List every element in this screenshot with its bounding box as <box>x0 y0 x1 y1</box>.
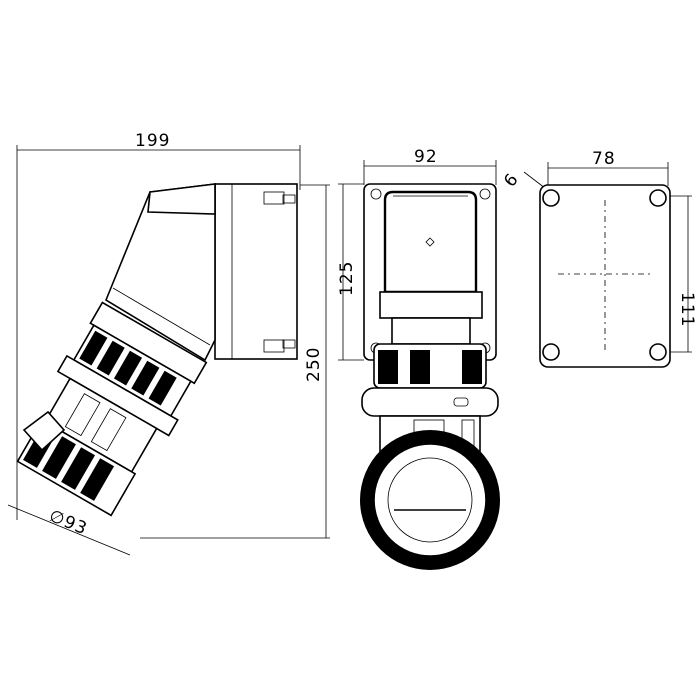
mount-hole-icon <box>542 189 560 207</box>
grip-rib <box>96 340 125 376</box>
dim-label-125: 125 <box>337 261 357 296</box>
mount-hole-icon <box>649 343 667 361</box>
body-slot <box>64 393 101 437</box>
grip-rib <box>462 350 482 384</box>
cover-neck <box>391 317 471 345</box>
wall-box <box>214 183 298 360</box>
mount-hole-icon <box>542 343 560 361</box>
mounting-box-view: 78 6 111 <box>500 149 697 368</box>
mount-hole-icon <box>649 189 667 207</box>
lid-rib <box>80 458 115 501</box>
side-view: 199 250 <box>7 131 330 556</box>
grip-rib <box>148 370 177 406</box>
dim-label-78: 78 <box>592 149 616 169</box>
cover-lip <box>112 287 211 346</box>
dim-label-199: 199 <box>135 131 170 151</box>
lid-rib <box>42 436 76 479</box>
dim-label-6: 6 <box>500 169 523 191</box>
cover-lip <box>379 291 483 319</box>
grip-rib <box>79 330 108 366</box>
flange-ring <box>361 387 499 417</box>
cover-screw-icon <box>425 237 435 247</box>
lid-rib <box>61 447 95 490</box>
front-view: 92 125 <box>337 147 500 570</box>
box-clip-top <box>263 191 285 205</box>
cover-top-face <box>147 183 216 215</box>
body-slot <box>90 408 127 452</box>
cover-face <box>383 190 478 294</box>
box-tab-top <box>282 194 296 204</box>
box-clip-bottom <box>263 339 285 353</box>
lid-inner <box>387 457 473 543</box>
socket-collar <box>16 301 208 517</box>
flange-latch <box>453 397 469 407</box>
grip-rib <box>113 350 143 386</box>
dim-line-93 <box>7 504 131 556</box>
box-tab-bottom <box>282 339 296 349</box>
dim-label-92: 92 <box>414 147 438 167</box>
dim-label-111: 111 <box>677 292 697 327</box>
screw-hole-icon <box>479 188 491 200</box>
lid-hinge <box>22 410 66 452</box>
grip-rib <box>410 350 430 384</box>
dim-label-250: 250 <box>304 347 324 382</box>
grip-rib <box>131 360 160 396</box>
dim-label-93: ∅93 <box>46 506 90 539</box>
lid-face <box>373 443 487 557</box>
grip-rib <box>378 350 398 384</box>
screw-hole-icon <box>370 188 382 200</box>
